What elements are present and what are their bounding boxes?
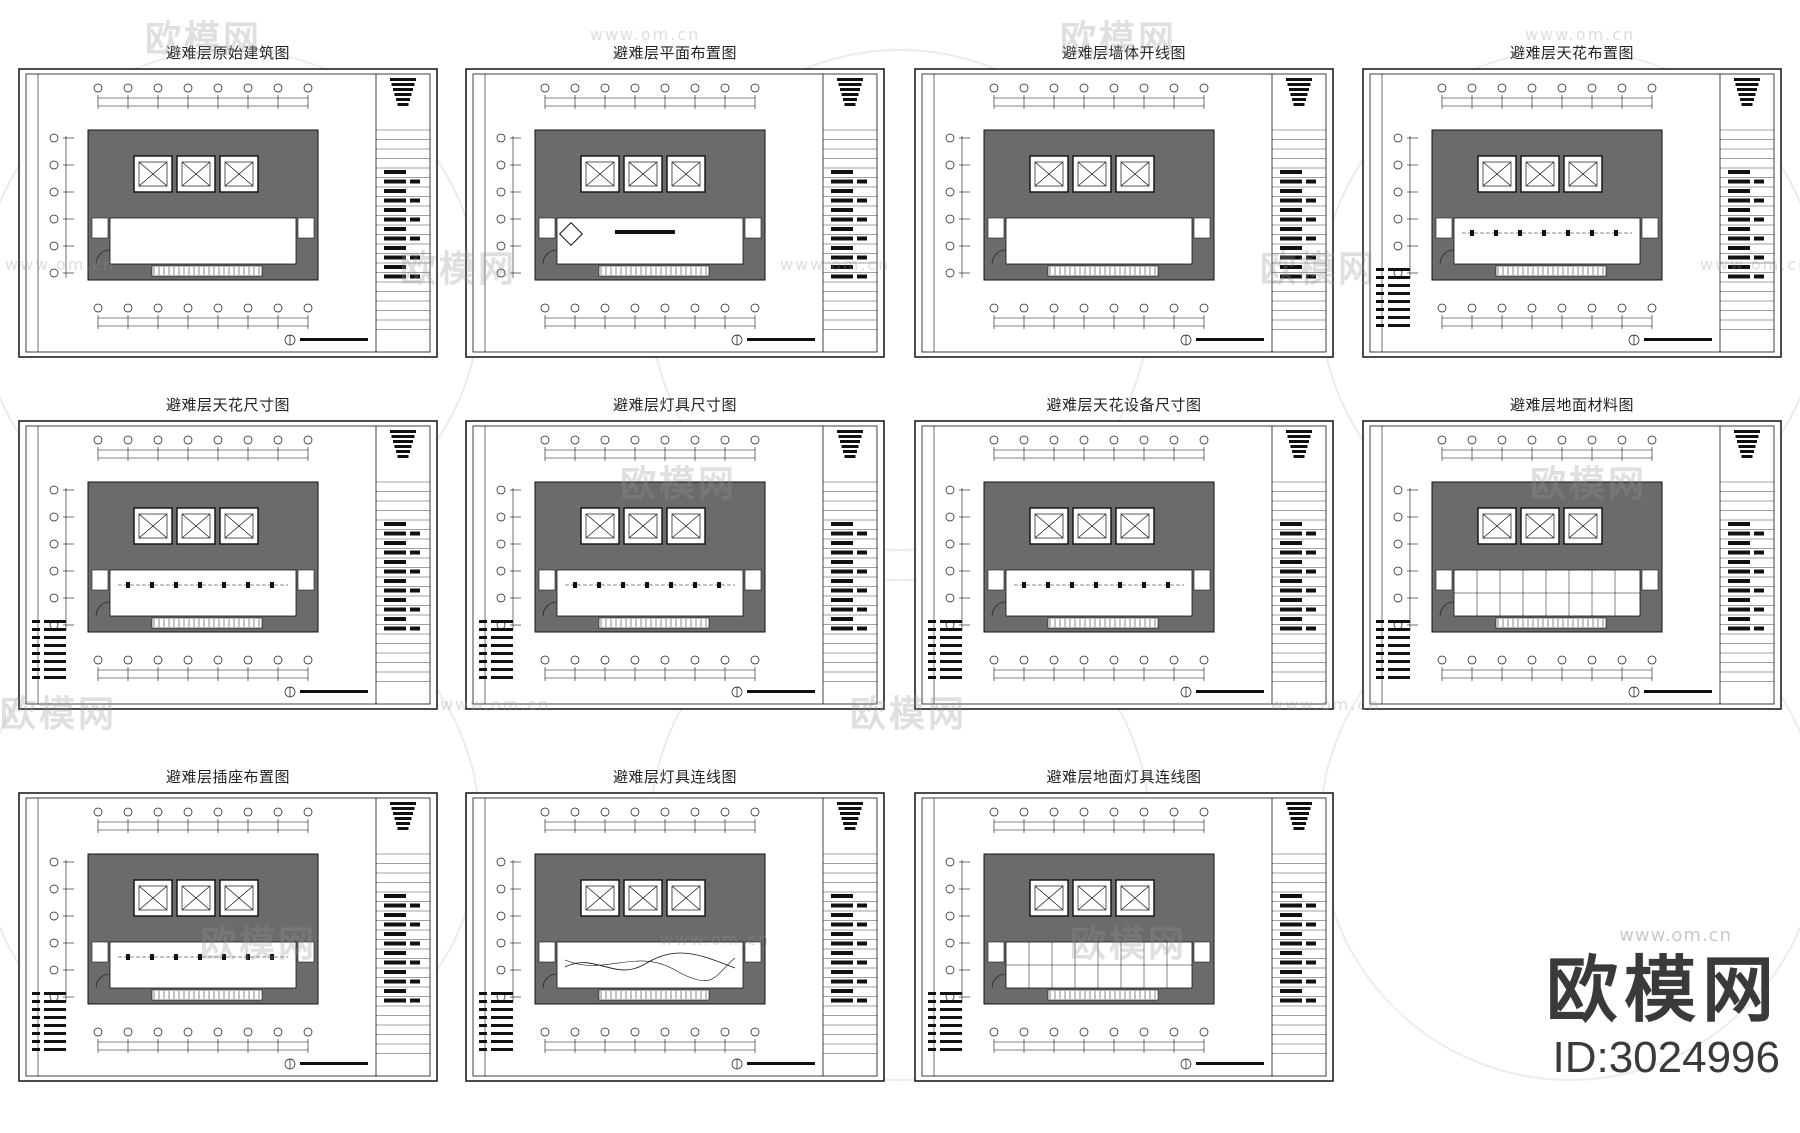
sheet-title: 避难层墙体开线图 <box>1061 44 1186 62</box>
floor-plan-drawing <box>1362 420 1782 710</box>
drawing-sheet: 避难层地面灯具连线图 <box>914 764 1334 1104</box>
brand-id: ID:3024996 <box>1552 1033 1780 1082</box>
floor-plan-drawing <box>18 420 438 710</box>
floor-plan-drawing <box>465 420 885 710</box>
watermark-text: 欧模网 <box>1070 924 1188 965</box>
title-block-logo <box>837 430 863 458</box>
sheet-title: 避难层地面灯具连线图 <box>1046 768 1202 786</box>
drawing-sheet: 避难层天花尺寸图 <box>18 392 438 732</box>
watermark-url: www.om.cn <box>780 255 891 274</box>
sheet-title: 避难层地面材料图 <box>1509 396 1634 414</box>
sheet-title: 避难层平面布置图 <box>612 44 737 62</box>
sheet-title: 避难层天花布置图 <box>1509 44 1634 62</box>
floor-plan-drawing <box>1362 68 1782 358</box>
floor-plan-drawing <box>18 792 438 1082</box>
sheet-title: 避难层灯具连线图 <box>612 768 737 786</box>
watermark-text: 欧模网 <box>145 19 263 60</box>
floor-plan-drawing <box>18 68 438 358</box>
watermark-text: 欧模网 <box>1060 19 1178 60</box>
watermark-url: www.om.cn <box>1270 695 1381 714</box>
floor-plan-drawing <box>465 792 885 1082</box>
title-block-logo <box>1286 430 1312 458</box>
title-block-logo <box>390 78 416 106</box>
watermark-text: 欧模网 <box>1260 249 1378 290</box>
drawing-sheet: 避难层原始建筑图 <box>18 40 438 380</box>
watermark-text: 欧模网 <box>850 694 968 735</box>
sheet-title: 避难层原始建筑图 <box>165 44 290 62</box>
watermark-url: www.om.cn <box>590 25 701 44</box>
drawing-sheet: 避难层插座布置图 <box>18 764 438 1104</box>
drawing-sheet: 避难层天花布置图 <box>1362 40 1782 380</box>
brand-name: 欧模网 <box>1545 948 1780 1032</box>
drawing-sheet: 避难层灯具连线图 <box>465 764 885 1104</box>
drawing-sheet: 避难层墙体开线图 <box>914 40 1334 380</box>
watermark-url: www.om.cn <box>440 695 551 714</box>
title-block-logo <box>1734 78 1760 106</box>
sheet-title: 避难层插座布置图 <box>165 768 290 786</box>
drawing-sheet: 避难层灯具尺寸图 <box>465 392 885 732</box>
title-block-logo <box>1734 430 1760 458</box>
title-block-logo <box>390 430 416 458</box>
floor-plan-drawing <box>914 792 1334 1082</box>
watermark-text: 欧模网 <box>0 694 118 735</box>
watermark-url: www.om.cn <box>5 255 116 274</box>
sheet-title: 避难层灯具尺寸图 <box>612 396 737 414</box>
watermark-text: 欧模网 <box>200 924 318 965</box>
brand-block: www.om.cn 欧模网 ID:3024996 <box>1480 925 1780 1082</box>
watermark-url: www.om.cn <box>1525 25 1636 44</box>
sheet-title: 避难层天花尺寸图 <box>165 396 290 414</box>
watermark-text: 欧模网 <box>620 464 738 505</box>
sheet-title: 避难层天花设备尺寸图 <box>1046 396 1202 414</box>
floor-plan-drawing <box>914 420 1334 710</box>
brand-url: www.om.cn <box>1619 925 1732 946</box>
drawing-sheet: 避难层平面布置图 <box>465 40 885 380</box>
watermark-text: 欧模网 <box>400 249 518 290</box>
title-block-logo <box>837 78 863 106</box>
drawing-sheet: 避难层天花设备尺寸图 <box>914 392 1334 732</box>
floor-plan-drawing <box>465 68 885 358</box>
title-block-logo <box>1286 78 1312 106</box>
title-block-logo <box>837 802 863 830</box>
title-block-logo <box>1286 802 1312 830</box>
floor-plan-drawing <box>914 68 1334 358</box>
watermark-text: 欧模网 <box>1530 464 1648 505</box>
title-block-logo <box>390 802 416 830</box>
drawing-sheet: 避难层地面材料图 <box>1362 392 1782 732</box>
watermark-url: www.om.cn <box>660 930 771 949</box>
watermark-url: www.om.cn <box>1700 255 1800 274</box>
